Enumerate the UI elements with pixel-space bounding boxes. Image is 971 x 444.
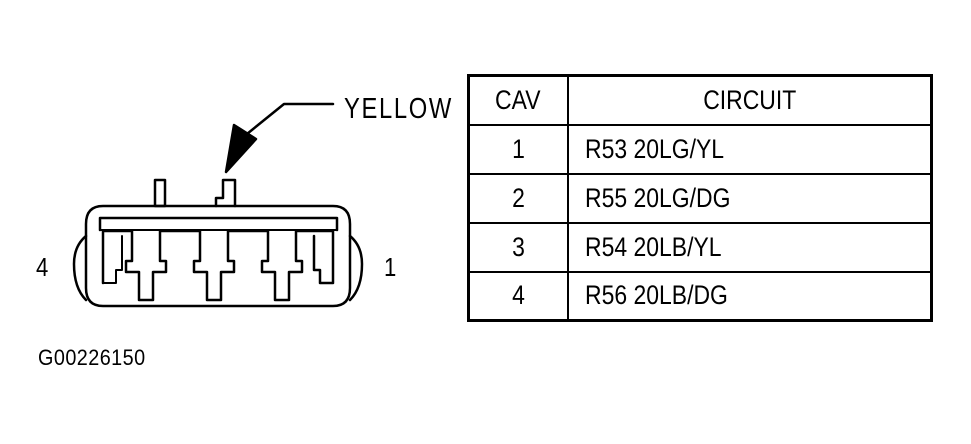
connector-latch-left	[72, 234, 88, 302]
pin-4-label: 4	[36, 252, 49, 282]
table-row: 3 R54 20LB/YL	[467, 221, 933, 273]
cav-cell: 3	[467, 221, 569, 273]
table-row: 4 R56 20LB/DG	[467, 270, 933, 322]
circuit-cell: R54 20LB/YL	[566, 221, 933, 273]
cav-header: CAV	[467, 74, 569, 126]
table-row: 1 R53 20LG/YL	[467, 123, 933, 175]
cav-cell: 2	[467, 172, 569, 224]
terminal-cavities	[101, 229, 335, 302]
callout-leader-line	[240, 102, 335, 140]
connector-inner-rim	[98, 216, 339, 232]
figure-id: G00226150	[38, 345, 146, 370]
circuit-cell: R56 20LB/DG	[566, 270, 933, 322]
connector-tab-left	[153, 178, 167, 208]
pin-1-label: 1	[384, 252, 397, 282]
circuit-cell: R55 20LG/DG	[566, 172, 933, 224]
connector-body	[84, 204, 352, 308]
table-row: 2 R55 20LG/DG	[467, 172, 933, 224]
connector-tab-right	[214, 178, 237, 208]
cav-cell: 1	[467, 123, 569, 175]
circuit-header: CIRCUIT	[566, 74, 933, 126]
table-header-row: CAV CIRCUIT	[467, 74, 933, 126]
cav-cell: 4	[467, 270, 569, 322]
pinout-table: CAV CIRCUIT 1 R53 20LG/YL 2 R55 20LG/DG …	[467, 74, 933, 322]
connector-latch-right	[348, 234, 364, 302]
callout-arrowhead	[224, 123, 258, 174]
circuit-cell: R53 20LG/YL	[566, 123, 933, 175]
yellow-callout-label: YELLOW	[344, 93, 453, 125]
